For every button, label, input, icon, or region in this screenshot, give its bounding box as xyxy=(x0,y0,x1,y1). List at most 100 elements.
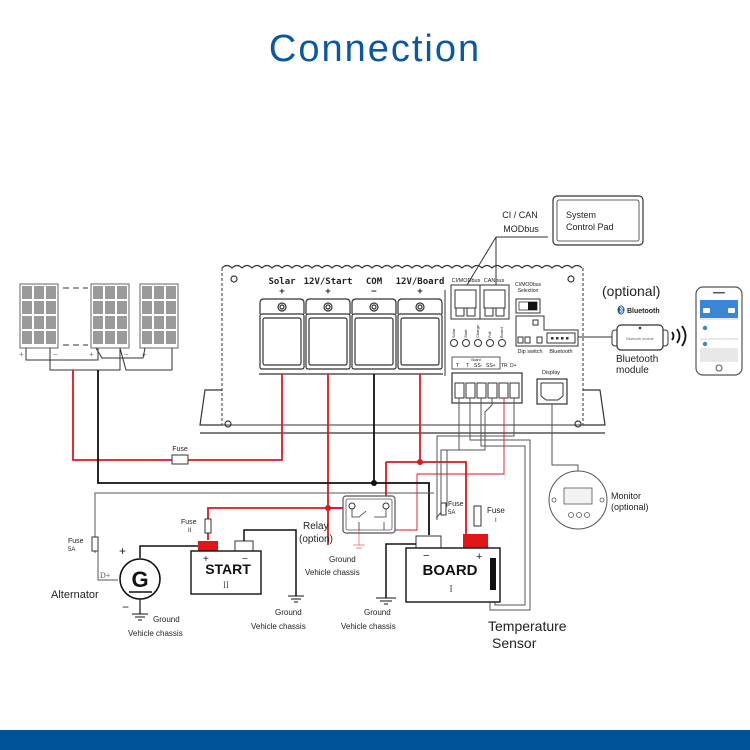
solar-terminal-labels: + − + − + xyxy=(19,350,147,359)
pin-label-ss-plus: SS+ xyxy=(486,363,496,369)
board-battery-num: I xyxy=(449,584,452,595)
led-label-solar: Solar xyxy=(451,328,456,338)
terminal-block-com xyxy=(351,298,397,375)
relay-ground-label: Ground xyxy=(329,555,356,564)
led-full xyxy=(486,339,494,347)
signal-wires xyxy=(94,398,579,611)
port-label-canbus: CANbus xyxy=(484,278,505,284)
charge-controller: Solar + 12V/Start + COM − 12V/Board + xyxy=(199,264,612,434)
fuse-alt-rating: 5A xyxy=(68,547,75,553)
start-ground-label: Ground xyxy=(275,608,302,617)
terminal-block-start xyxy=(305,298,351,375)
terminal-polarity-board: + xyxy=(417,287,423,297)
board-header-label: Board xyxy=(471,358,480,362)
solar-panel xyxy=(19,283,59,349)
board-battery-label: BOARD xyxy=(423,562,478,579)
start-battery: + − START II Ground Vehicle chassis xyxy=(190,529,306,631)
page-title: Connection xyxy=(268,28,482,70)
optional-label: (optional) xyxy=(602,283,660,299)
pin-label-t2: T xyxy=(466,363,469,369)
led-label-start: Start xyxy=(463,329,468,338)
bluetooth-brand: Bluetooth xyxy=(627,308,660,315)
selection-switch[interactable] xyxy=(515,298,541,314)
solar-plus-3: + xyxy=(142,350,147,359)
board-ground-label: Ground xyxy=(364,608,391,617)
solar-panel-array: + − + − + xyxy=(19,283,179,371)
port-label-ci-modbus: CI/MODbus xyxy=(452,278,481,284)
terminal-polarity-start: + xyxy=(325,287,331,297)
fuse-board-5a: Fuse 5A xyxy=(440,501,464,516)
terminal-label-solar: Solar xyxy=(268,277,296,287)
led-solar xyxy=(450,339,458,347)
alternator-chassis-label: Vehicle chassis xyxy=(128,629,183,638)
solar-plus-2: + xyxy=(89,350,94,359)
alternator-symbol: G xyxy=(131,567,148,592)
relay: Relay (option) Ground Vehicle chassis xyxy=(299,495,396,577)
comm-link: CI / CAN MODbus xyxy=(466,210,548,286)
solar-minus-2: − xyxy=(124,350,129,359)
board-plus: + xyxy=(476,551,482,563)
led-charge xyxy=(474,339,482,347)
comm-label-modbus: MODbus xyxy=(503,224,539,234)
module-inner-label: Bluetooth module xyxy=(626,337,653,341)
signal-terminal: Board T T SS- SS+ TR D+ xyxy=(451,356,523,404)
board-minus: − xyxy=(423,550,429,562)
footer-bar xyxy=(0,730,750,750)
ground-wires xyxy=(97,370,430,535)
terminal-blocks xyxy=(259,298,443,375)
fuse-board-label: Fuse xyxy=(487,506,505,515)
fuse-board-5a-rating: 5A xyxy=(448,510,455,516)
terminal-polarity-com: − xyxy=(371,287,377,297)
led-label-board: Board xyxy=(499,327,504,338)
start-battery-label: START xyxy=(205,561,251,577)
fuse-alt-label: Fuse xyxy=(68,538,84,545)
bluetooth-module[interactable]: Bluetooth module xyxy=(611,324,669,351)
board-battery: − + BOARD I Ground Vehicle chassis xyxy=(341,534,501,631)
board-chassis-label: Vehicle chassis xyxy=(341,622,396,631)
terminal-label-start: 12V/Start xyxy=(304,277,353,287)
bluetooth-module-label-2: module xyxy=(616,365,649,376)
start-plus: + xyxy=(203,554,209,565)
monitor-display[interactable] xyxy=(548,470,608,530)
solar-panel xyxy=(90,283,130,349)
bluetooth-section: (optional) Bluetooth Bluetooth module Bl… xyxy=(602,283,743,376)
terminal-labels: Solar + 12V/Start + COM − 12V/Board + xyxy=(268,277,444,297)
fuse-board-num: I xyxy=(495,518,497,524)
alternator-minus: − xyxy=(122,600,129,614)
alternator-plus: + xyxy=(119,544,126,558)
fuse-start-label: Fuse xyxy=(181,519,197,526)
positive-wire-thin xyxy=(390,398,505,531)
smartphone-app[interactable] xyxy=(695,286,743,376)
bluetooth-module-label-1: Bluetooth xyxy=(616,354,658,365)
fuse-start: Fuse II xyxy=(181,518,212,534)
fuse-board: Fuse I xyxy=(473,505,505,527)
solar-plus-1: + xyxy=(19,350,24,359)
relay-chassis-label: Vehicle chassis xyxy=(305,568,360,577)
monitor-label: Monitor xyxy=(611,491,641,501)
system-control-pad[interactable]: System Control Pad xyxy=(552,195,644,246)
start-chassis-label: Vehicle chassis xyxy=(251,622,306,631)
led-board xyxy=(498,339,506,347)
status-leds: Solar Start Charge Full Board xyxy=(451,324,504,338)
terminal-block-solar xyxy=(259,298,305,375)
relay-label: Relay xyxy=(303,521,329,532)
fuse-board-5a-label: Fuse xyxy=(448,501,464,508)
temperature-sensor xyxy=(490,558,496,590)
fuse-main: Fuse xyxy=(171,446,189,465)
start-minus: − xyxy=(242,554,248,565)
display-port[interactable]: Display xyxy=(536,370,568,405)
pin-label-t1: T xyxy=(456,363,459,369)
control-pad-label-2: Control Pad xyxy=(566,222,614,232)
display-port-label: Display xyxy=(542,370,560,376)
control-pad-label-1: System xyxy=(566,210,596,220)
bluetooth-port[interactable] xyxy=(546,332,576,344)
pin-label-tr: TR xyxy=(501,363,508,369)
pin-label-ss-minus: SS- xyxy=(474,363,483,369)
start-battery-num: II xyxy=(223,580,229,590)
terminal-block-board xyxy=(397,298,443,375)
solar-panel xyxy=(139,283,179,349)
bluetooth-port-label: Bluetooth xyxy=(549,349,572,355)
positive-wires xyxy=(72,370,467,545)
wireless-signal-icon xyxy=(671,325,687,347)
fuse-start-num: II xyxy=(188,528,192,534)
